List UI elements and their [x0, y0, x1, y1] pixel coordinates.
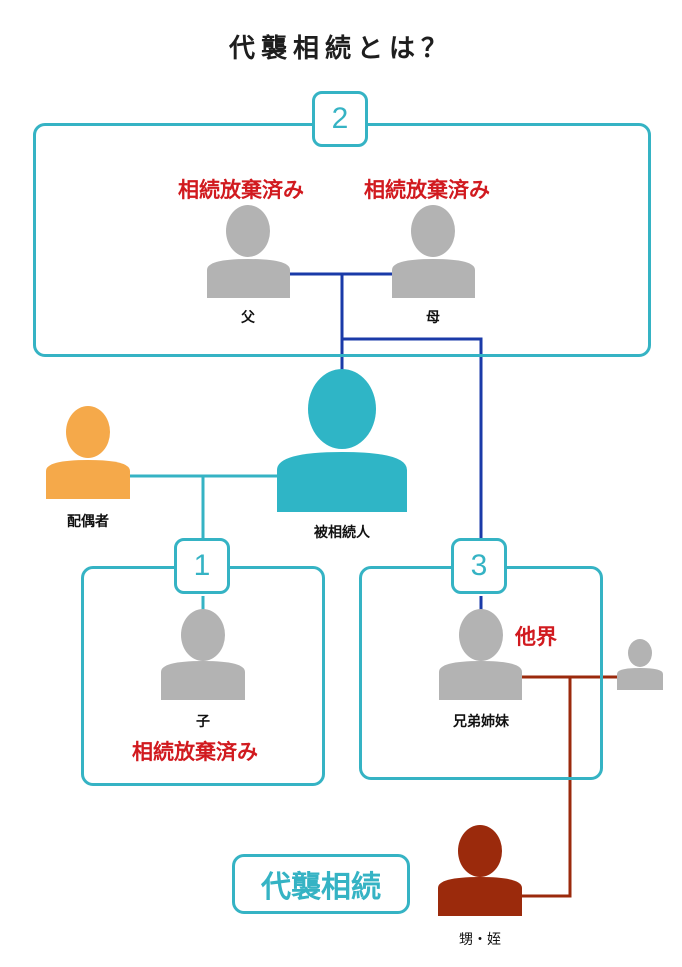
nephew-niece-label: 甥・姪 — [459, 932, 501, 948]
decedent-label: 被相続人 — [314, 525, 370, 541]
mother-person-icon — [392, 205, 475, 298]
father-label: 父 — [241, 310, 255, 326]
father-person-icon — [207, 205, 290, 298]
daishu-souzoku-label-box: 代襲相続 — [232, 854, 410, 914]
rank2-parents-group-box — [33, 123, 651, 357]
rank2-badge: 2 — [312, 91, 368, 147]
rank3-badge: 3 — [451, 538, 507, 594]
sibling-person-icon — [439, 609, 522, 700]
mother-label: 母 — [426, 310, 440, 326]
sibling-spouse-person-icon — [617, 639, 663, 690]
child-label: 子 — [196, 714, 210, 730]
spouse-label: 配偶者 — [67, 514, 109, 530]
page-title: 代襲相続とは？ — [228, 34, 453, 64]
father-status: 相続放棄済み — [178, 178, 304, 202]
nephew-niece-person-icon — [438, 825, 522, 916]
rank3-siblings-group-box — [359, 566, 603, 780]
mother-status: 相続放棄済み — [364, 178, 490, 202]
spouse-person-icon — [46, 406, 130, 499]
sibling-status: 他界 — [515, 625, 557, 649]
child-person-icon — [161, 609, 245, 700]
rank1-badge: 1 — [174, 538, 230, 594]
parents-to-siblings-line — [342, 337, 483, 540]
child-status: 相続放棄済み — [132, 740, 258, 764]
sibling-to-heir-line — [522, 677, 572, 898]
decedent-person-icon — [277, 369, 407, 512]
sibling-label: 兄弟姉妹 — [453, 714, 509, 730]
